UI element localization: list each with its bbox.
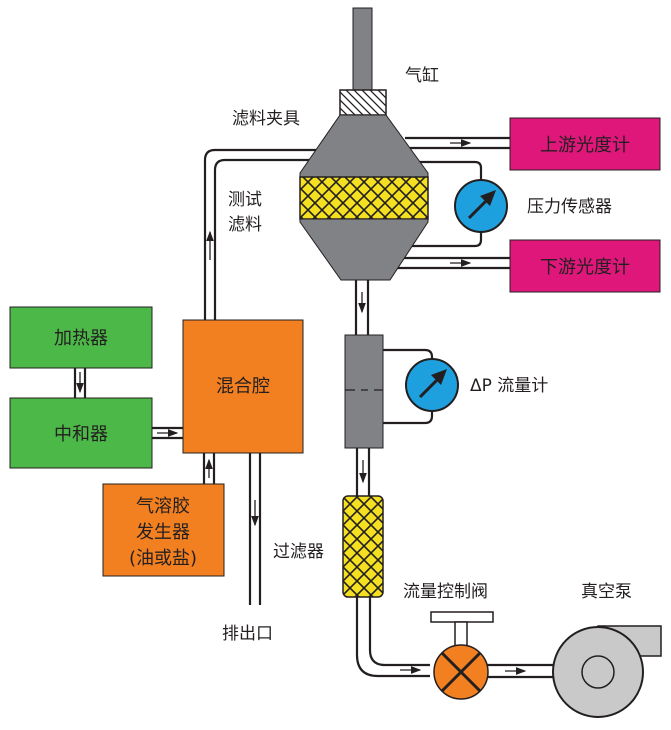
pipe-mix-to-housing [203,148,325,320]
filter-clamp [339,89,387,116]
filter-holder-label: 滤料夹具 [232,109,300,129]
test-filter-label-1: 测试 [228,190,262,210]
dp-gauge-icon [405,358,459,412]
filter-element [342,495,384,598]
cylinder-rod [352,7,373,91]
pipe-upstream [405,136,510,150]
pipe-heater-to-neutralizer [73,368,87,398]
pipe-to-flowmeter [354,280,370,335]
aerosol-generator-box [102,483,225,577]
pipe-to-filter [355,448,371,496]
heater-box [9,306,153,369]
aerosol-generator-label-1: 气溶胶 [136,496,190,517]
pipe-filter-to-valve [355,597,430,678]
mixing-chamber-box [182,319,304,454]
pipe-flowmeter-loop [383,348,434,425]
downstream-photometer [509,239,661,293]
pressure-gauge-icon [454,179,508,233]
upstream-photometer [509,117,661,171]
cylinder-label: 气缸 [405,65,439,86]
mixing-chamber-label: 混合腔 [216,376,270,397]
flow-control-valve-label: 流量控制阀 [403,582,488,602]
test-filter-label-2: 滤料 [228,215,262,235]
pipe-pressure-loop [410,160,483,248]
filter-housing-top [299,114,429,178]
exhaust-label: 排出口 [222,624,273,644]
dp-flowmeter-label: ΔP 流量计 [470,376,548,396]
filter-label: 过滤器 [273,542,324,562]
filter-housing-bottom [299,218,429,281]
flow-control-valve-icon [430,611,494,700]
vacuum-pump-icon [552,625,662,718]
pipe-neutralizer-to-mix [152,426,183,440]
downstream-photometer-label: 下游光度计 [540,257,630,278]
pipe-valve-to-pump [481,663,555,679]
neutralizer-label: 中和器 [54,424,108,445]
upstream-photometer-label: 上游光度计 [540,135,630,156]
flowmeter-body [344,334,384,449]
test-filter-media [299,176,429,220]
pipe-downstream [395,256,510,270]
neutralizer-box [9,397,153,469]
pressure-sensor-label: 压力传感器 [527,197,612,217]
aerosol-generator-label-2: 发生器 [136,522,190,543]
flow-arrows [76,139,527,675]
heater-label: 加热器 [54,328,108,349]
pipes [73,136,555,679]
aerosol-generator-label-3: (油或盐) [129,548,197,569]
vacuum-pump-label: 真空泵 [581,582,632,602]
pipe-exhaust [248,453,262,605]
pipe-aerosol-to-mix [202,453,216,484]
